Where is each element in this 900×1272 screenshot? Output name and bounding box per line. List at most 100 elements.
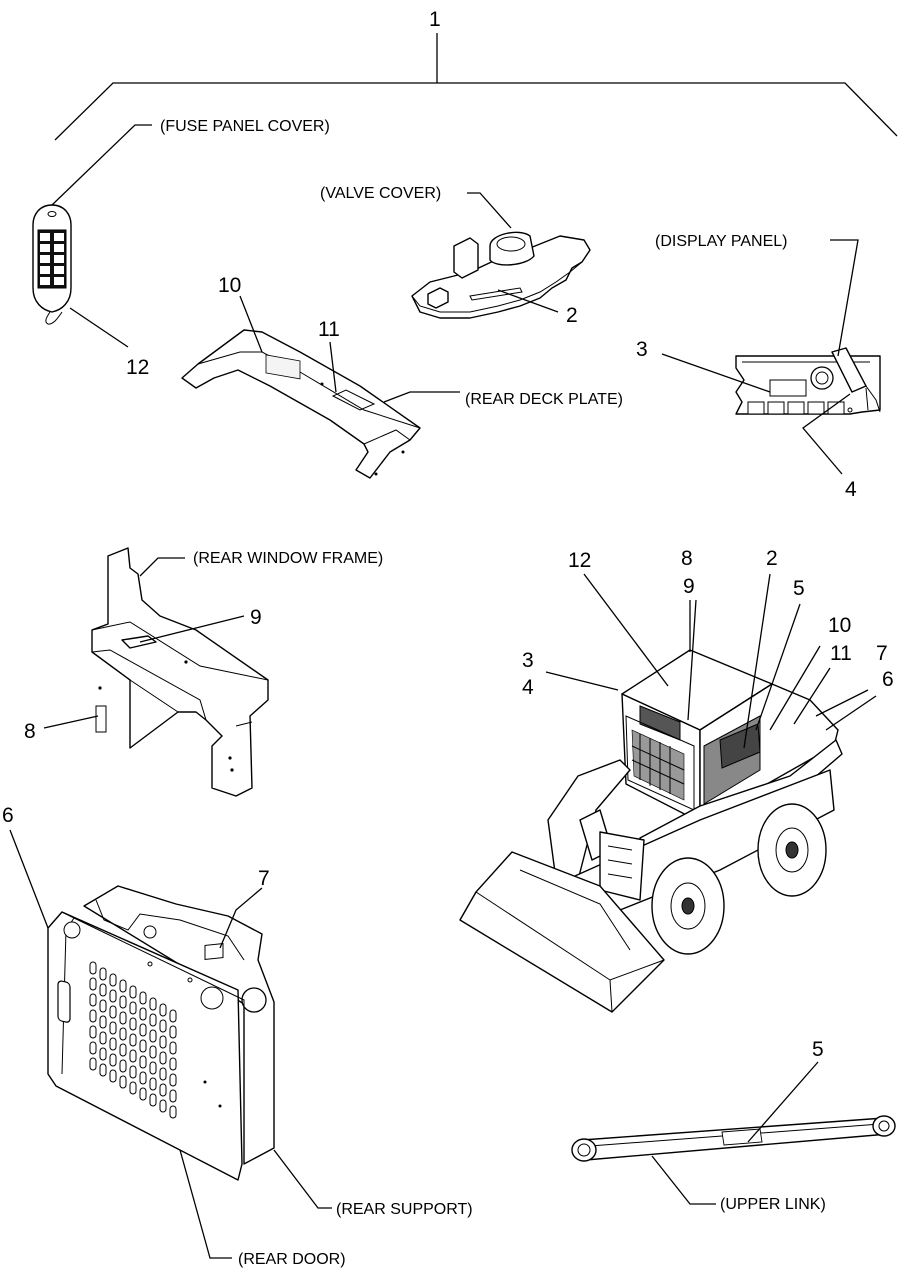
grille-slot (139, 991, 147, 1005)
callout-4-display: 4 (845, 478, 857, 501)
caption-rear-window-frame: (REAR WINDOW FRAME) (193, 550, 383, 567)
grille-slot (99, 1031, 107, 1045)
callout-4-machine: 4 (522, 676, 534, 699)
grille-slot (149, 1029, 157, 1043)
grille-slot (89, 1041, 97, 1055)
grille-slot (89, 977, 97, 991)
callout-1: 1 (429, 8, 441, 31)
assembly-bracket (54, 33, 898, 141)
grille-slot (119, 1043, 127, 1057)
callout-11-deck: 11 (318, 318, 340, 341)
caption-rear-door: (REAR DOOR) (238, 1251, 346, 1268)
grille-slot (109, 1069, 117, 1083)
callout-10-deck: 10 (218, 274, 241, 297)
grille-slot (129, 1017, 137, 1031)
grille-slot (159, 1099, 167, 1113)
grille-slot (119, 1075, 127, 1089)
callout-3-display: 3 (636, 338, 648, 361)
caption-display-panel: (DISPLAY PANEL) (655, 233, 788, 250)
grille-slot (99, 1047, 107, 1061)
rear-window-frame-drawing (43, 547, 269, 797)
grille-slot (109, 1037, 117, 1051)
skid-steer-loader-drawing (459, 573, 877, 1013)
grille-slot (109, 1053, 117, 1067)
grille-slot (149, 997, 157, 1011)
upper-link-drawing (571, 1061, 896, 1205)
valve-cover-drawing (411, 192, 591, 319)
grille-slot (129, 1001, 137, 1015)
grille-slot (139, 1039, 147, 1053)
grille-slot (99, 967, 107, 981)
callout-5-machine: 5 (793, 577, 805, 600)
grille-slot (159, 1067, 167, 1081)
grille-slot (169, 1089, 177, 1103)
callout-10-machine: 10 (828, 614, 851, 637)
grille-slot (169, 1041, 177, 1055)
callout-7-support: 7 (258, 867, 270, 890)
grille-slot (169, 1105, 177, 1119)
grille-slot (159, 1019, 167, 1033)
grille-slot (149, 1077, 157, 1091)
grille-slot (119, 1027, 127, 1041)
caption-fuse-panel-cover: (FUSE PANEL COVER) (160, 118, 330, 135)
grille-slot (89, 961, 97, 975)
callout-12-fuse-panel: 12 (126, 356, 149, 379)
caption-rear-deck-plate: (REAR DECK PLATE) (465, 391, 623, 408)
caption-upper-link: (UPPER LINK) (720, 1196, 826, 1213)
callout-2-machine: 2 (766, 547, 778, 570)
grille-slot (109, 1021, 117, 1035)
rear-door-and-support-drawing (9, 829, 332, 1259)
caption-valve-cover: (VALVE COVER) (320, 185, 441, 202)
grille-slot (169, 1025, 177, 1039)
grille-slot (139, 1055, 147, 1069)
callout-8-frame: 8 (24, 720, 36, 743)
grille-slot (89, 1025, 97, 1039)
grille-slot (89, 1057, 97, 1071)
callout-6-door: 6 (2, 804, 14, 827)
grille-slot (129, 1049, 137, 1063)
grille-slot (159, 1003, 167, 1017)
grille-slot (99, 983, 107, 997)
callout-9-frame: 9 (250, 606, 262, 629)
grille-slot (149, 1061, 157, 1075)
grille-slot (149, 1013, 157, 1027)
callout-12-machine: 12 (568, 549, 591, 572)
grille-slot (119, 995, 127, 1009)
grille-slot (159, 1051, 167, 1065)
fuse-panel-cover-drawing (32, 124, 152, 348)
callout-7-machine: 7 (876, 642, 888, 665)
callout-2-valve-cover: 2 (566, 304, 578, 327)
grille-slot (139, 1023, 147, 1037)
grille-slot (139, 1087, 147, 1101)
grille-slot (149, 1093, 157, 1107)
grille-slot (169, 1073, 177, 1087)
grille-slot (129, 1081, 137, 1095)
callout-5-link: 5 (812, 1038, 824, 1061)
callout-9-machine: 9 (683, 575, 695, 598)
grille-slot (89, 1009, 97, 1023)
grille-slot (89, 993, 97, 1007)
grille-slot (109, 973, 117, 987)
grille-slot (169, 1057, 177, 1071)
grille-slot (139, 1071, 147, 1085)
callout-11-machine: 11 (830, 642, 852, 665)
callout-8-machine: 8 (681, 547, 693, 570)
display-panel-drawing (661, 239, 881, 475)
grille-slot (129, 1065, 137, 1079)
callout-6-machine: 6 (882, 668, 894, 691)
grille-slot (139, 1007, 147, 1021)
grille-slot (99, 1015, 107, 1029)
grille-slot (159, 1083, 167, 1097)
grille-slot (169, 1009, 177, 1023)
rear-door-grille (89, 961, 177, 1119)
grille-slot (119, 979, 127, 993)
grille-slot (129, 985, 137, 999)
grille-slot (119, 1059, 127, 1073)
callout-3-machine: 3 (522, 649, 534, 672)
grille-slot (99, 1063, 107, 1077)
grille-slot (159, 1035, 167, 1049)
grille-slot (149, 1045, 157, 1059)
caption-rear-support: (REAR SUPPORT) (336, 1201, 473, 1218)
grille-slot (109, 989, 117, 1003)
